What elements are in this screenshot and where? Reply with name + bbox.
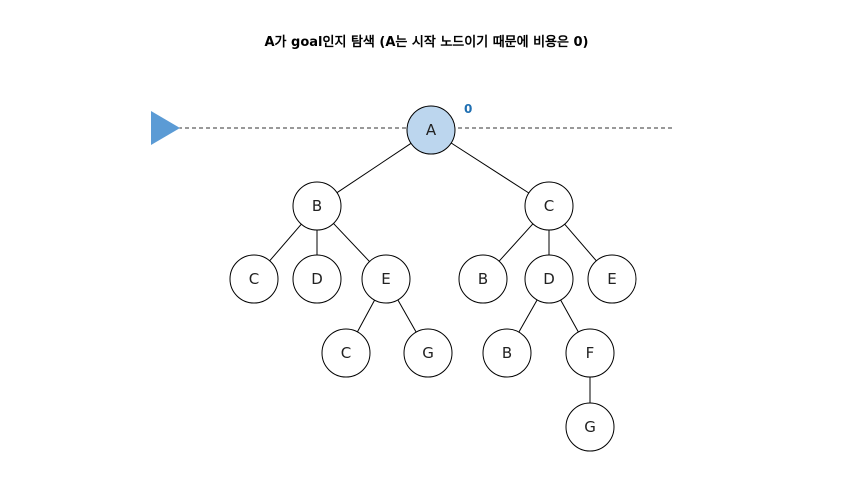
tree-node: B xyxy=(292,181,342,231)
tree-edge xyxy=(356,299,376,333)
tree-edge xyxy=(564,223,597,262)
tree-node: E xyxy=(361,254,411,304)
node-label: D xyxy=(311,270,323,288)
node-label: E xyxy=(381,270,390,288)
tree-node: G xyxy=(403,328,453,378)
tree-node: C xyxy=(321,328,371,378)
current-cost-label: 0 xyxy=(464,102,472,116)
current-node-pointer-icon xyxy=(151,111,180,145)
tree-node: C xyxy=(229,254,279,304)
tree-node: A xyxy=(406,105,456,155)
node-circle xyxy=(292,181,342,231)
node-circle xyxy=(565,402,615,452)
tree-edge xyxy=(397,299,417,333)
node-circle xyxy=(292,254,342,304)
node-label: C xyxy=(341,344,351,362)
current-node-circle xyxy=(406,105,456,155)
tree-edge xyxy=(269,223,302,262)
node-label: B xyxy=(502,344,512,362)
node-circle xyxy=(524,254,574,304)
tree-node: D xyxy=(524,254,574,304)
tree-edge xyxy=(518,299,538,333)
tree-node: F xyxy=(565,328,615,378)
node-circle xyxy=(524,181,574,231)
node-circle xyxy=(458,254,508,304)
node-label: E xyxy=(607,270,616,288)
tree-edge xyxy=(333,223,370,262)
node-label: B xyxy=(312,197,322,215)
node-circle xyxy=(482,328,532,378)
node-circle xyxy=(403,328,453,378)
node-label: F xyxy=(586,344,595,362)
tree-node: B xyxy=(458,254,508,304)
tree-node: G xyxy=(565,402,615,452)
node-label: B xyxy=(478,270,488,288)
node-label: C xyxy=(249,270,259,288)
node-circle xyxy=(229,254,279,304)
node-circle xyxy=(565,328,615,378)
tree-edge xyxy=(450,142,530,194)
node-circle xyxy=(321,328,371,378)
node-label: G xyxy=(422,344,434,362)
node-circle xyxy=(361,254,411,304)
diagram-title: A가 goal인지 탐색 (A는 시작 노드이기 때문에 비용은 0) xyxy=(264,35,589,50)
tree-node: D xyxy=(292,254,342,304)
tree-edge xyxy=(336,142,412,194)
tree-edge xyxy=(560,299,579,333)
node-label: D xyxy=(543,270,555,288)
node-label: G xyxy=(584,418,596,436)
node-label: C xyxy=(544,197,554,215)
node-circle xyxy=(587,254,637,304)
tree-node: B xyxy=(482,328,532,378)
tree-node: E xyxy=(587,254,637,304)
tree-node: C xyxy=(524,181,574,231)
node-label: A xyxy=(426,121,437,139)
tree-edge xyxy=(498,223,534,262)
